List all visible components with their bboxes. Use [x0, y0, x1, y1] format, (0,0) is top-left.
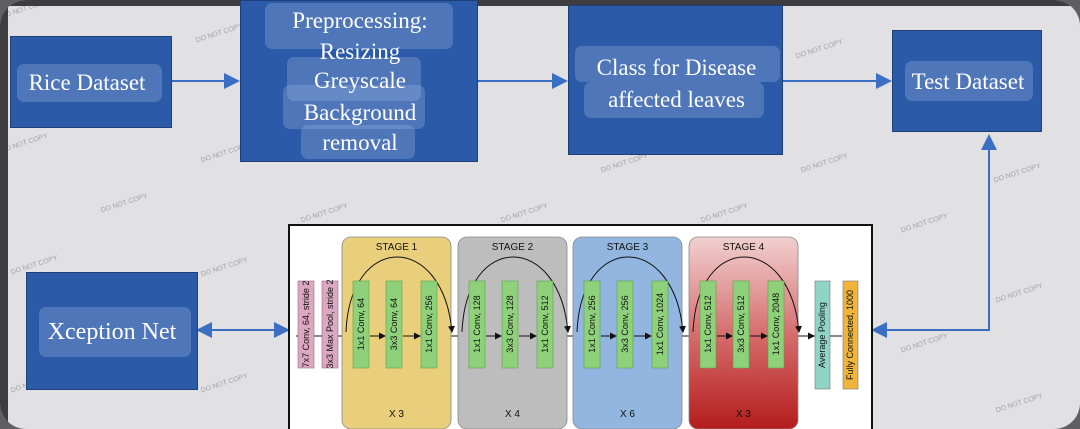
conv-layer-block [352, 280, 370, 369]
stage-title: STAGE 3 [607, 242, 649, 253]
residual-arc [576, 256, 686, 333]
stage-repeat-count: X 4 [505, 409, 520, 420]
residual-arc [692, 256, 802, 333]
conv-layer-label: 3x3 Conv, 64 [389, 298, 399, 350]
conv-layer-block [501, 280, 519, 369]
stage-title: STAGE 1 [376, 242, 418, 253]
conv-layer-label: 3x3 Conv, 256 [620, 295, 630, 352]
stage-repeat-count: X 3 [389, 409, 404, 420]
conv-layer-label: 1x1 Conv, 512 [540, 295, 550, 352]
preprocessing-title: Preprocessing: [292, 8, 428, 33]
pre-layer-block [321, 280, 339, 369]
conv-layer-block [767, 280, 785, 369]
conv-layer-block [468, 280, 486, 369]
pre-layer-label: 7x7 Conv, 64, stride 2 [301, 281, 311, 368]
conv-layer-label: 1x1 Conv, 512 [703, 295, 713, 352]
conv-layer-block [651, 280, 669, 369]
conv-layer-label: 1x1 Conv, 2048 [771, 293, 781, 355]
frame-left [0, 0, 8, 429]
preprocessing-step-greyscale: Greyscale [314, 68, 406, 93]
test-dataset-box: Test Dataset [892, 30, 1042, 132]
rice-dataset-label: Rice Dataset [28, 70, 146, 95]
conv-layer-block [583, 280, 601, 369]
class-disease-line1: Class for Disease [596, 55, 757, 80]
residual-arc [345, 256, 455, 333]
test-dataset-label: Test Dataset [911, 69, 1025, 94]
post-layer-block [814, 280, 831, 390]
residual-arc [461, 256, 571, 333]
pre-layer-block [297, 280, 315, 369]
conv-layer-block [699, 280, 717, 369]
class-disease-box: Class for Disease affected leaves [568, 5, 783, 155]
preprocessing-step-resizing: Resizing [319, 39, 401, 64]
conv-layer-block [732, 280, 750, 369]
conv-layer-label: 1x1 Conv, 1024 [655, 293, 665, 355]
conv-layer-block [385, 280, 403, 369]
conv-layer-label: 3x3 Conv, 512 [736, 295, 746, 352]
xception-net-label: Xception Net [47, 319, 177, 345]
preprocessing-box: Preprocessing: Resizing Greyscale Backgr… [240, 0, 478, 162]
stage-title: STAGE 2 [492, 242, 534, 253]
conv-layer-label: 1x1 Conv, 256 [587, 295, 597, 352]
conv-layer-label: 1x1 Conv, 128 [472, 295, 482, 352]
post-layer-label: Average Pooling [817, 302, 827, 368]
arrow-test-to-architecture [871, 134, 997, 338]
post-layer-label: Fully Connected, 1000 [845, 290, 855, 380]
post-layer-block [842, 280, 859, 390]
xception-architecture-panel: 7x7 Conv, 64, stride 2 3x3 Max Pool, stri… [288, 224, 873, 429]
class-disease-line2: affected leaves [608, 87, 745, 112]
conv-layer-label: 3x3 Conv, 128 [505, 295, 515, 352]
preprocessing-step-removal: removal [322, 130, 398, 155]
rice-dataset-box: Rice Dataset [10, 36, 172, 128]
conv-layer-label: 1x1 Conv, 64 [356, 298, 366, 350]
stage-title: STAGE 4 [723, 242, 765, 253]
stage-repeat-count: X 3 [736, 409, 751, 420]
preprocessing-step-background: Background [303, 100, 417, 125]
pre-layer-label: 3x3 Max Pool, stride 2 [325, 279, 335, 368]
frame-top [0, 0, 1080, 6]
stage-repeat-count: X 6 [620, 409, 635, 420]
conv-layer-block [420, 280, 438, 369]
conv-layer-label: 1x1 Conv, 256 [424, 295, 434, 352]
xception-net-box: Xception Net [26, 272, 198, 390]
conv-layer-block [536, 280, 554, 369]
conv-layer-block [616, 280, 634, 369]
